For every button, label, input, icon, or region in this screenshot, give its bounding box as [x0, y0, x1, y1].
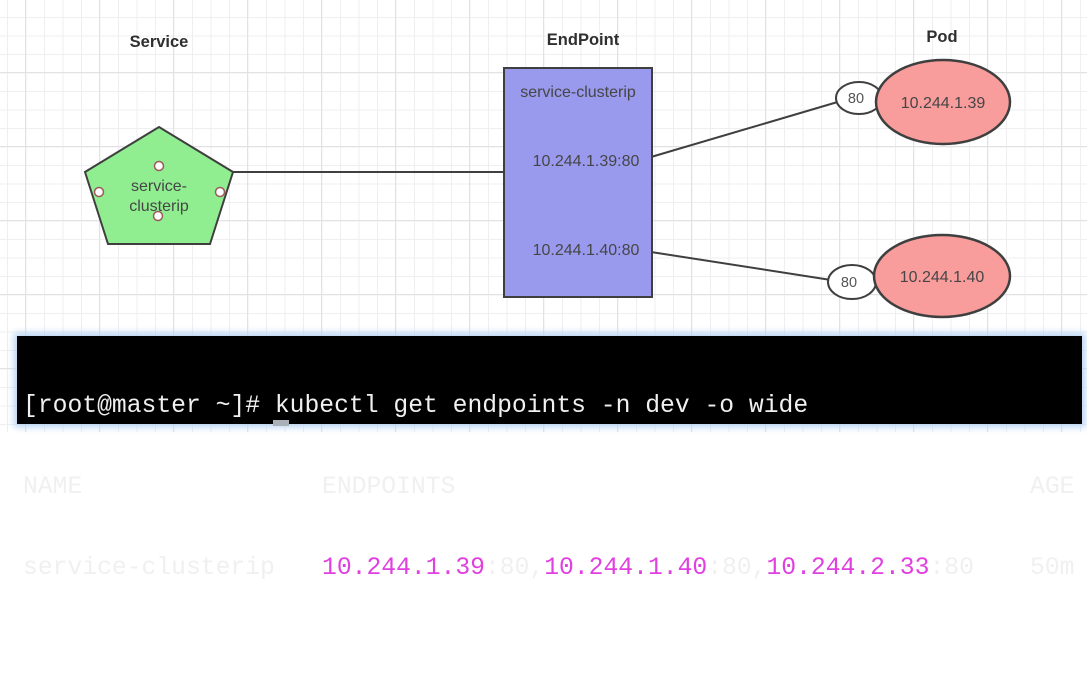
connection-point-top — [153, 160, 165, 172]
row-endpoint-port-1: :80, — [484, 554, 545, 582]
header-age: AGE — [1030, 473, 1075, 501]
prompt-command-text: [root@master ~]# kubectl get endpoints -… — [23, 392, 809, 420]
drawio-canvas: Service EndPoint Pod service- clusterip … — [0, 0, 1087, 582]
endpoint-node-row2: 10.244.1.40:80 — [533, 242, 640, 259]
endpoint-column-label: EndPoint — [547, 31, 620, 49]
pod1-ellipse-node[interactable] — [874, 58, 1012, 146]
pod2-ellipse-node[interactable] — [872, 233, 1012, 319]
terminal-header-line: NAME ENDPOINTS AGE — [23, 474, 1082, 501]
row-endpoint-ip-2: 10.244.1.40 — [544, 554, 708, 582]
endpoint-rect-node[interactable] — [503, 67, 653, 298]
row-endpoint-port-3: :80 — [929, 554, 974, 582]
connection-point-bottom — [152, 210, 164, 222]
pod2-ip-text: 10.244.1.40 — [900, 269, 985, 286]
terminal-window[interactable]: [root@master ~]# kubectl get endpoints -… — [17, 336, 1082, 582]
terminal-result-row: service-clusterip 10.244.1.39:80,10.244.… — [23, 555, 1082, 582]
service-pentagon-node[interactable] — [83, 125, 235, 245]
row-endpoint-ip-3: 10.244.2.33 — [766, 554, 930, 582]
pod2-port-text: 80 — [841, 275, 857, 291]
service-node-name-line1: service- — [131, 178, 187, 195]
row-age: 50m — [1030, 554, 1075, 582]
edge-endpoint-to-pod1[interactable] — [650, 100, 842, 158]
header-endpoints: ENDPOINTS — [322, 473, 456, 501]
pod-column-label: Pod — [926, 28, 957, 46]
edge-endpoint-to-pod2[interactable] — [650, 251, 832, 281]
terminal-cursor — [273, 420, 289, 426]
endpoint-node-row1: 10.244.1.39:80 — [533, 153, 640, 170]
row-endpoint-port-2: :80, — [707, 554, 767, 582]
connection-point-left — [93, 186, 105, 198]
row-endpoint-ip-1: 10.244.1.39 — [322, 554, 485, 582]
pod1-ip-text: 10.244.1.39 — [901, 95, 986, 112]
service-node-name-line2: clusterip — [129, 198, 189, 215]
pod1-port-text: 80 — [848, 91, 864, 107]
terminal-prompt-line: [root@master ~]# kubectl get endpoints -… — [23, 393, 1082, 420]
connection-point-right — [214, 186, 226, 198]
row-endpoints: 10.244.1.39:80,10.244.1.40:80,10.244.2.3… — [322, 555, 974, 582]
endpoint-node-title: service-clusterip — [520, 84, 636, 101]
header-name: NAME — [23, 473, 83, 501]
k8s-service-diagram: Service EndPoint Pod service- clusterip … — [83, 28, 1012, 319]
service-column-label: Service — [130, 33, 189, 51]
row-name: service-clusterip — [23, 554, 275, 582]
